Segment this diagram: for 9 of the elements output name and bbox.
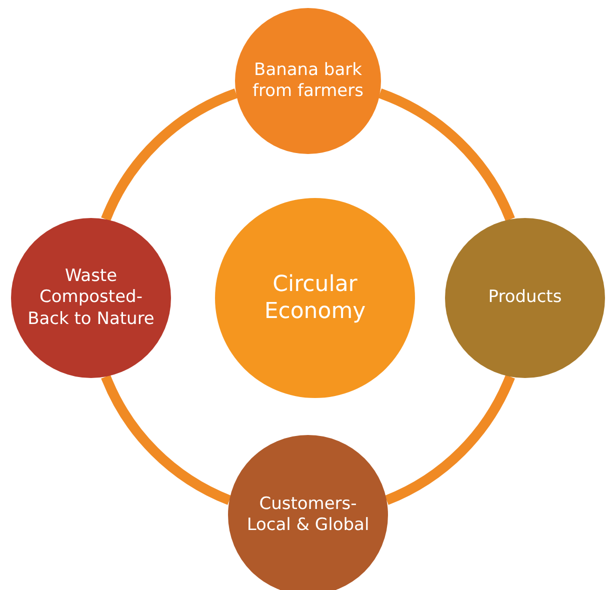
ring-arc [378,88,515,222]
ring-arc [101,374,232,505]
node-label: Banana bark from farmers [252,60,364,102]
ring-arc [101,88,238,222]
node-label: Products [488,287,562,309]
node-label: Customers- Local & Global [246,494,370,536]
node-label: Waste Composted- Back to Nature [26,266,156,330]
node-label: Circular Economy [263,270,367,326]
ring-arc [384,374,515,505]
